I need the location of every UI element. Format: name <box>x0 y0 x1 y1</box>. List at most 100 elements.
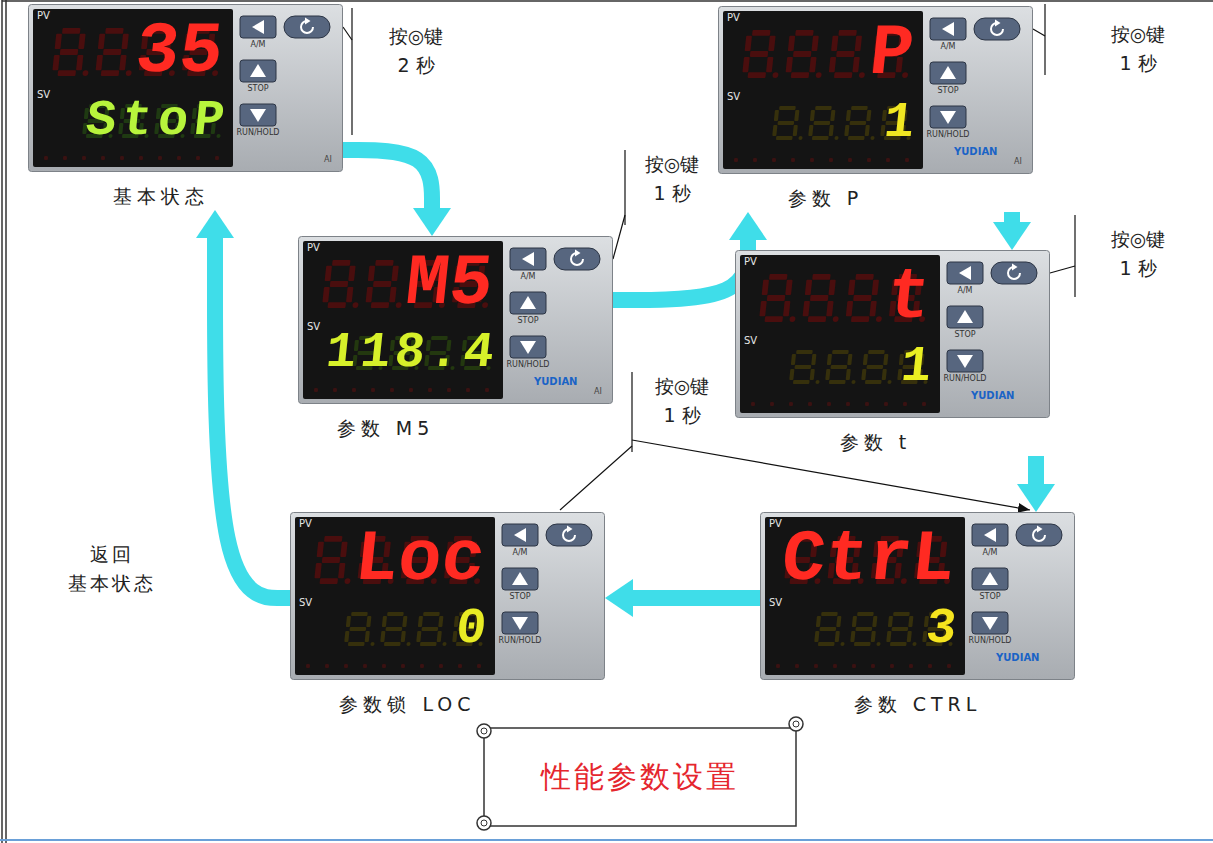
unlit-segment <box>418 616 423 627</box>
unlit-segment <box>791 72 809 78</box>
unlit-segment <box>810 295 828 301</box>
unlit-segment <box>829 57 836 72</box>
key-button <box>240 16 276 38</box>
controller-panel: CtrL3PVSVA/MSTOPRUN/HOLDYUDIAN参数 CTRL <box>760 512 1075 718</box>
unlit-segment <box>385 627 402 631</box>
pv-tag: PV <box>744 257 757 267</box>
unlit-segment <box>825 369 830 380</box>
unlit-segment <box>742 57 749 72</box>
indicator-led <box>795 664 799 668</box>
key-symbol <box>520 296 536 309</box>
key-instruction: 按◎键 1 秒 <box>640 150 704 209</box>
unlit-segment <box>855 274 873 280</box>
unlit-segment <box>366 287 373 302</box>
flow-arrow <box>343 150 432 208</box>
unlit-segment <box>846 301 853 316</box>
unlit-segment <box>866 365 883 369</box>
controller-panel: Loc0PVSVA/MSTOPRUN/HOLD参数锁 LOC <box>290 512 605 718</box>
unlit-segment <box>815 106 832 110</box>
sv-tag: SV <box>744 336 757 346</box>
unlit-segment <box>794 110 799 121</box>
scroll-curl <box>789 717 803 731</box>
indicator-led <box>120 156 124 160</box>
frame-line <box>0 839 1213 841</box>
unlit-segment <box>908 616 913 627</box>
unlit-segment <box>870 136 875 140</box>
unlit-segment <box>349 627 366 631</box>
key-button <box>240 104 276 126</box>
controller-panel: t1PVSVA/MSTOPRUN/HOLDYUDIAN参数 t <box>735 250 1050 456</box>
indicator-led <box>810 158 814 162</box>
indicator-led <box>871 664 875 668</box>
controller-bezel <box>299 237 613 404</box>
flow-arrow <box>613 240 748 300</box>
scroll-curl <box>481 728 487 734</box>
unlit-segment <box>793 125 798 136</box>
panel-caption: 参数 M5 <box>228 416 543 442</box>
display-window <box>765 517 965 675</box>
key-symbol <box>305 18 311 25</box>
pv-tag: PV <box>37 11 50 21</box>
unlit-segment <box>826 301 833 316</box>
unlit-segment <box>344 578 350 584</box>
indicator-led <box>770 402 774 406</box>
indicator-led <box>44 156 48 160</box>
unlit-segment <box>351 612 368 616</box>
key-symbol <box>520 341 536 354</box>
unlit-segment <box>891 627 908 631</box>
controller-bezel <box>736 251 1050 418</box>
scroll-curl <box>477 724 491 738</box>
unlit-segment <box>437 631 442 642</box>
unlit-segment <box>391 266 398 281</box>
unlit-segment <box>785 280 792 295</box>
key-symbol <box>982 572 998 585</box>
unlit-segment <box>314 563 321 578</box>
key-symbol <box>1037 526 1043 533</box>
unlit-segment <box>815 72 821 78</box>
unlit-segment <box>438 616 443 627</box>
pv-tag: PV <box>769 519 782 529</box>
panel-caption: 基本状态 <box>3 184 318 210</box>
unlit-segment <box>805 280 812 295</box>
indicator-led <box>215 156 219 160</box>
unlit-segment <box>344 631 349 642</box>
key-label: STOP <box>503 317 553 325</box>
unlit-segment <box>121 34 128 49</box>
key-button <box>502 524 538 546</box>
indicator-led <box>890 664 894 668</box>
model-mark: AI <box>324 156 332 164</box>
unlit-segment <box>821 612 838 616</box>
indicator-led <box>447 388 451 392</box>
unlit-segment <box>827 354 832 365</box>
controller-face: M5118.4PVSVA/MSTOPRUN/HOLDYUDIANAI <box>298 236 613 404</box>
unlit-segment <box>830 365 847 369</box>
indicator-led <box>344 664 348 668</box>
unlit-segment <box>872 616 877 627</box>
key-button <box>546 524 592 546</box>
indicator-led <box>886 158 890 162</box>
indicator-led <box>101 156 105 160</box>
key-label: RUN/HOLD <box>918 131 978 139</box>
controller-bezel <box>291 513 605 680</box>
indicator-led <box>865 402 869 406</box>
unlit-segment <box>835 631 840 642</box>
indicator-led <box>814 664 818 668</box>
unlit-segment <box>776 136 793 140</box>
leader-line <box>1033 29 1045 36</box>
unlit-segment <box>101 70 119 76</box>
key-label: STOP <box>940 331 990 339</box>
unlit-segment <box>846 369 851 380</box>
key-symbol <box>575 250 581 257</box>
key-label: RUN/HOLD <box>498 361 558 369</box>
unlit-segment <box>346 616 351 627</box>
indicator-led <box>371 388 375 392</box>
panel-caption: 参数 CTRL <box>760 692 1075 718</box>
key-symbol <box>252 20 264 34</box>
indicator-led <box>420 664 424 668</box>
unlit-segment <box>836 616 841 627</box>
leader-bar <box>1074 215 1075 297</box>
key-symbol <box>514 528 526 542</box>
unlit-segment <box>811 354 816 365</box>
unlit-segment <box>829 125 834 136</box>
key-symbol <box>522 252 534 266</box>
